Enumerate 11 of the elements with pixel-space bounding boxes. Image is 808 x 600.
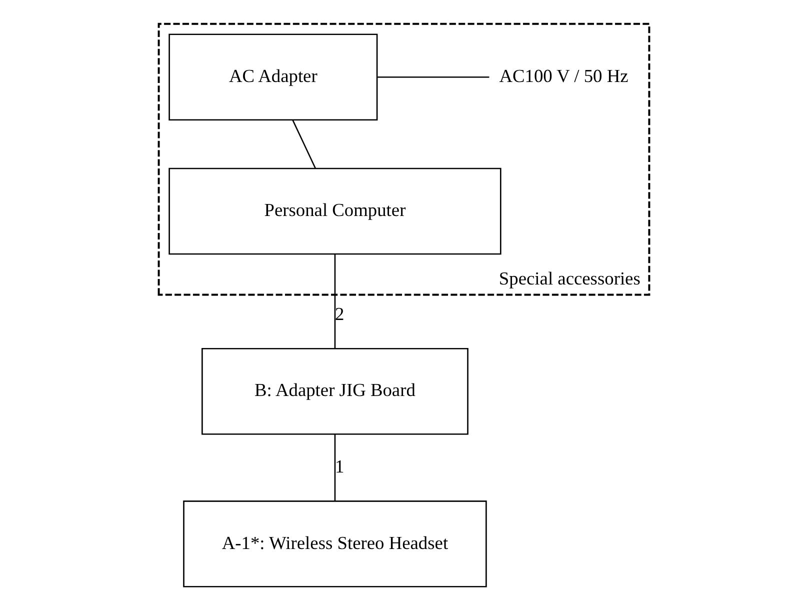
connector	[378, 76, 490, 78]
node-text: AC100 V / 50 Hz	[499, 66, 628, 86]
node-box: AC Adapter	[168, 34, 378, 121]
edge-label: 1	[334, 456, 344, 477]
node-box: A-1*: Wireless Stereo Headset	[183, 500, 487, 588]
node-box: Personal Computer	[168, 168, 502, 255]
connector	[334, 254, 336, 348]
connector	[292, 120, 316, 168]
node-box: B: Adapter JIG Board	[202, 348, 468, 435]
edge-label: 2	[334, 304, 344, 324]
connector	[334, 434, 336, 502]
